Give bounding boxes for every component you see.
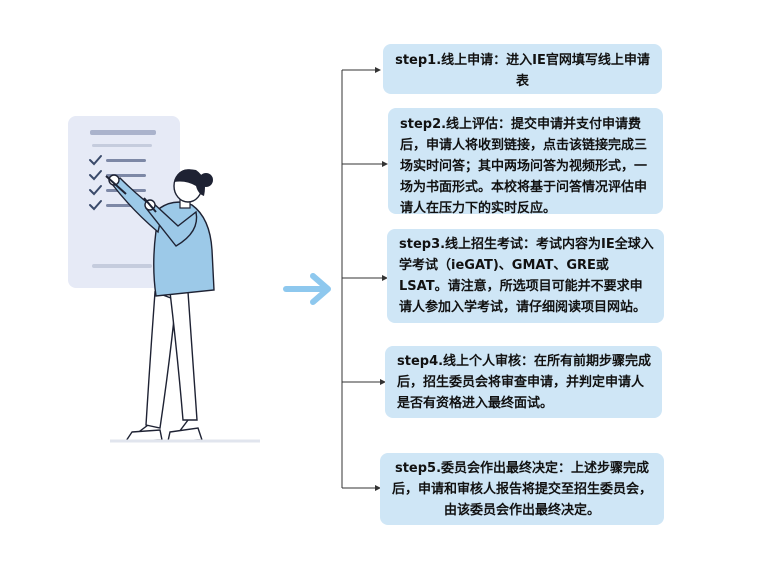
arrow-right-icon [283,273,331,305]
step-3-box: step3.线上招生考试：考试内容为IE全球入学考试（ieGAT)、GMAT、G… [387,229,664,323]
pencil-icon [105,175,157,213]
step-1-box: step1.线上申请：进入IE官网填写线上申请表 [383,44,662,94]
step-2-box: step2.线上评估：提交申请并支付申请费后，申请人将收到链接，点击该链接完成三… [388,108,663,216]
checklist-paper-icon [68,116,180,288]
connector [341,69,385,489]
step-5-box: step5.委员会作出最终决定：上述步骤完成后，申请和审核人报告将提交至招生委员… [380,453,664,525]
step-4-box: step4.线上个人审核：在所有前期步骤完成后，招生委员会将审查申请，并判定申请… [385,346,662,418]
person-icon [108,169,260,443]
connector-arrowheads [375,67,388,491]
